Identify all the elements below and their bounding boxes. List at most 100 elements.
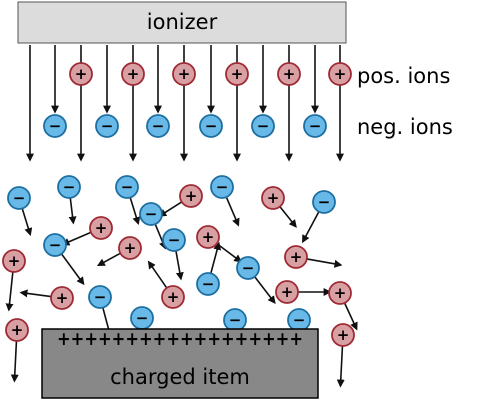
minus-sign: − bbox=[13, 189, 26, 207]
positive-ion: + bbox=[2, 249, 26, 273]
plus-sign: + bbox=[75, 65, 88, 83]
plus-sign: + bbox=[290, 248, 303, 266]
positive-ion-icon bbox=[328, 281, 352, 305]
drift-arrow bbox=[216, 242, 243, 263]
minus-sign: − bbox=[101, 117, 114, 135]
charged-item-label: charged item bbox=[110, 365, 250, 389]
positive-ion-icon bbox=[284, 245, 308, 269]
plus-sign: + bbox=[337, 326, 350, 344]
plus-sign: + bbox=[231, 65, 244, 83]
drift-arrow bbox=[10, 340, 19, 383]
negative-ion: − bbox=[303, 114, 327, 138]
plus-sign: + bbox=[95, 219, 108, 237]
positive-ion-icon bbox=[50, 286, 74, 310]
positive-ion-icon bbox=[277, 62, 301, 86]
positive-ion-icon bbox=[118, 236, 142, 260]
negative-ion-icon bbox=[236, 256, 260, 280]
positive-ion-icon bbox=[172, 62, 196, 86]
drift-arrow bbox=[96, 252, 121, 267]
negative-ion: − bbox=[139, 202, 163, 226]
positive-ion: + bbox=[331, 323, 355, 347]
negative-ion: − bbox=[7, 186, 31, 210]
minus-sign: − bbox=[229, 311, 242, 329]
pos-ions-label: pos. ions bbox=[357, 64, 450, 88]
positive-ion-icon bbox=[121, 62, 145, 86]
positive-ion-icon bbox=[5, 318, 29, 342]
drift-arrow bbox=[19, 289, 52, 298]
positive-ion-icon bbox=[328, 62, 352, 86]
negative-ion-icon bbox=[43, 233, 67, 257]
plus-sign: + bbox=[334, 284, 347, 302]
drift-arrow bbox=[210, 241, 222, 274]
minus-sign: − bbox=[202, 275, 215, 293]
negative-ion: − bbox=[43, 114, 67, 138]
minus-sign: − bbox=[145, 205, 158, 223]
drift-arrow bbox=[129, 197, 141, 226]
drift-arrow bbox=[306, 258, 343, 268]
negative-ion: − bbox=[146, 114, 170, 138]
drift-arrow bbox=[68, 197, 77, 225]
drift-arrow bbox=[279, 206, 297, 228]
positive-ion-icon bbox=[261, 186, 285, 210]
minus-sign: − bbox=[309, 117, 322, 135]
positive-ion-icon bbox=[275, 280, 299, 304]
minus-sign: − bbox=[152, 117, 165, 135]
charged-item-box bbox=[41, 328, 319, 399]
drift-arrow bbox=[225, 196, 240, 227]
minus-sign: − bbox=[63, 178, 76, 196]
positive-ion: + bbox=[275, 280, 299, 304]
plus-sign: + bbox=[56, 289, 69, 307]
positive-ion: + bbox=[118, 236, 142, 260]
negative-ion-icon bbox=[162, 228, 186, 252]
negative-ion-icon bbox=[88, 285, 112, 309]
minus-sign: − bbox=[242, 259, 255, 277]
drift-arrow bbox=[60, 253, 85, 286]
drift-arrow bbox=[61, 231, 92, 246]
positive-ion: + bbox=[89, 216, 113, 240]
ionizer-box bbox=[17, 1, 347, 44]
negative-ion-icon bbox=[57, 175, 81, 199]
plus-sign: + bbox=[334, 65, 347, 83]
negative-ion: − bbox=[115, 175, 139, 199]
positive-ion: + bbox=[69, 62, 93, 86]
minus-sign: − bbox=[136, 309, 149, 327]
negative-ion: − bbox=[130, 306, 154, 330]
drift-arrow bbox=[147, 260, 168, 289]
positive-ion-icon bbox=[179, 184, 203, 208]
negative-ion: − bbox=[162, 228, 186, 252]
plus-sign: + bbox=[11, 321, 24, 339]
negative-ion: − bbox=[57, 175, 81, 199]
negative-ion-icon bbox=[139, 202, 163, 226]
plus-sign: + bbox=[202, 228, 215, 246]
minus-sign: − bbox=[49, 117, 62, 135]
positive-ion: + bbox=[284, 245, 308, 269]
negative-ion: − bbox=[251, 114, 275, 138]
negative-ion-icon bbox=[146, 114, 170, 138]
charged-item: ++++++++++++++++++ charged item bbox=[41, 328, 319, 399]
negative-ion: − bbox=[312, 190, 336, 214]
negative-ion-icon bbox=[210, 175, 234, 199]
ionizer-bar: ionizer bbox=[17, 1, 347, 44]
negative-ion-icon bbox=[95, 114, 119, 138]
minus-sign: − bbox=[205, 117, 218, 135]
negative-ion-icon bbox=[199, 114, 223, 138]
minus-sign: − bbox=[121, 178, 134, 196]
minus-sign: − bbox=[168, 231, 181, 249]
negative-ion-icon bbox=[312, 190, 336, 214]
drift-arrow bbox=[158, 201, 183, 217]
plus-sign: + bbox=[185, 187, 198, 205]
neg-ions-label: neg. ions bbox=[357, 115, 453, 139]
plus-sign: + bbox=[8, 252, 21, 270]
negative-ion: − bbox=[43, 233, 67, 257]
minus-sign: − bbox=[257, 117, 270, 135]
positive-ion: + bbox=[328, 62, 352, 86]
negative-ion-icon bbox=[303, 114, 327, 138]
positive-ion-icon bbox=[196, 225, 220, 249]
plus-sign: + bbox=[124, 239, 137, 257]
positive-ion-icon bbox=[161, 285, 185, 309]
drift-arrow bbox=[302, 211, 320, 244]
negative-ion-icon bbox=[115, 175, 139, 199]
positive-ion: + bbox=[161, 285, 185, 309]
plus-sign: + bbox=[178, 65, 191, 83]
